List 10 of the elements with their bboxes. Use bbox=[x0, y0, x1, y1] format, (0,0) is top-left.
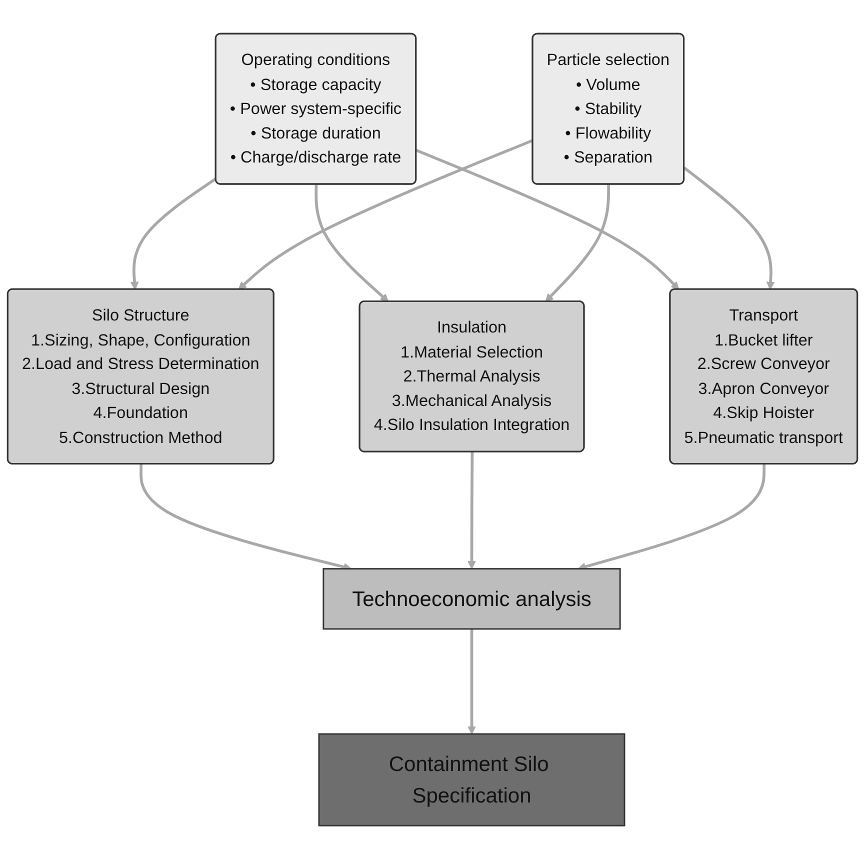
node-box: Technoeconomic analysis bbox=[322, 568, 621, 630]
arrow bbox=[468, 628, 476, 734]
arrow bbox=[683, 166, 775, 290]
arrow bbox=[545, 184, 610, 302]
arrow bbox=[468, 452, 476, 570]
arrow bbox=[314, 184, 389, 302]
arrow bbox=[416, 148, 680, 290]
arrow bbox=[238, 138, 534, 290]
node-box: Containment Silo Specification bbox=[318, 733, 626, 826]
arrow bbox=[130, 177, 217, 290]
